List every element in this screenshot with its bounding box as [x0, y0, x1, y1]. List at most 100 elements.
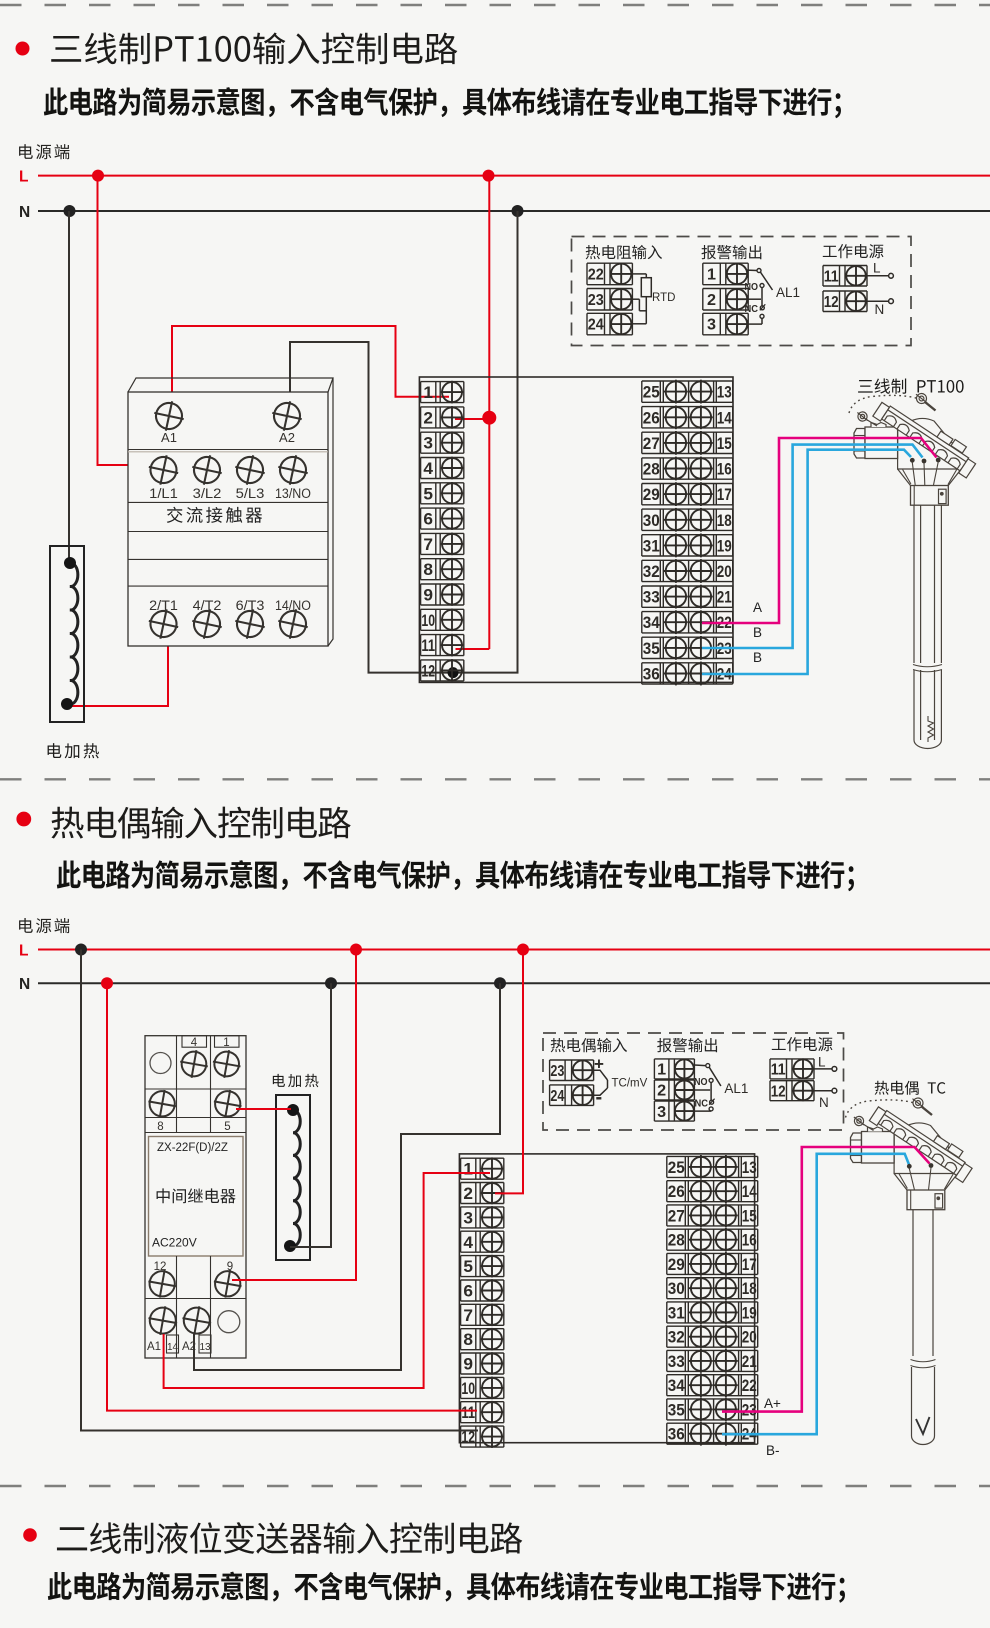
svg-text:A+: A+ [764, 1396, 781, 1411]
svg-text:AL1: AL1 [724, 1081, 748, 1096]
svg-text:NO: NO [745, 281, 759, 293]
svg-text:17: 17 [742, 1256, 757, 1274]
svg-text:4: 4 [191, 1037, 198, 1049]
svg-text:2: 2 [657, 1083, 666, 1100]
svg-text:28: 28 [668, 1232, 685, 1250]
svg-text:6: 6 [423, 511, 433, 529]
svg-text:-: - [596, 1087, 603, 1109]
svg-text:33: 33 [668, 1353, 685, 1371]
svg-text:L: L [873, 261, 881, 276]
svg-text:11: 11 [461, 1404, 475, 1422]
svg-text:B: B [753, 625, 762, 640]
svg-text:3/L2: 3/L2 [193, 486, 222, 501]
svg-text:AL1: AL1 [776, 285, 800, 300]
svg-text:14: 14 [742, 1183, 758, 1201]
svg-text:16: 16 [717, 461, 732, 479]
svg-text:31: 31 [668, 1304, 685, 1322]
svg-text:1: 1 [657, 1062, 666, 1079]
svg-text:21: 21 [717, 589, 732, 607]
svg-text:24: 24 [588, 317, 604, 334]
svg-text:24: 24 [550, 1088, 564, 1105]
svg-text:6: 6 [463, 1283, 473, 1301]
svg-text:1: 1 [463, 1161, 473, 1179]
svg-text:19: 19 [717, 537, 732, 555]
svg-text:9: 9 [423, 587, 433, 605]
svg-text:18: 18 [717, 512, 732, 530]
svg-text:27: 27 [643, 435, 660, 453]
svg-text:13: 13 [742, 1159, 757, 1177]
svg-text:32: 32 [668, 1329, 685, 1347]
svg-text:5: 5 [423, 485, 433, 503]
svg-text:3: 3 [707, 317, 716, 334]
svg-text:B: B [753, 650, 762, 665]
svg-text:25: 25 [668, 1159, 685, 1177]
svg-text:3: 3 [657, 1104, 666, 1121]
svg-text:5: 5 [463, 1258, 473, 1276]
svg-text:A: A [753, 600, 762, 615]
svg-text:11: 11 [421, 637, 435, 655]
svg-text:26: 26 [643, 409, 660, 427]
svg-text:2: 2 [463, 1185, 473, 1203]
svg-text:14: 14 [167, 1342, 179, 1353]
svg-text:22: 22 [588, 267, 604, 284]
svg-text:1: 1 [223, 1037, 229, 1049]
svg-text:33: 33 [643, 589, 660, 607]
svg-text:36: 36 [643, 666, 660, 684]
svg-text:21: 21 [742, 1353, 757, 1371]
svg-text:10: 10 [461, 1380, 475, 1398]
svg-text:3: 3 [463, 1209, 473, 1227]
svg-text:14: 14 [717, 409, 733, 427]
svg-text:2: 2 [423, 409, 433, 427]
svg-text:L: L [19, 168, 28, 185]
svg-text:20: 20 [742, 1329, 757, 1347]
svg-text:N: N [19, 204, 30, 221]
svg-text:15: 15 [742, 1207, 757, 1225]
svg-text:23: 23 [588, 292, 604, 309]
svg-text:35: 35 [643, 640, 660, 658]
svg-text:N: N [19, 976, 30, 993]
svg-text:1: 1 [423, 384, 433, 402]
svg-text:29: 29 [668, 1256, 685, 1274]
svg-text:TC/mV: TC/mV [612, 1078, 648, 1090]
svg-text:18: 18 [742, 1280, 757, 1298]
svg-text:27: 27 [668, 1207, 685, 1225]
svg-text:25: 25 [643, 384, 660, 402]
svg-text:31: 31 [643, 537, 660, 555]
svg-text:11: 11 [771, 1062, 786, 1079]
svg-text:AC220V: AC220V [152, 1236, 197, 1250]
svg-text:20: 20 [717, 563, 732, 581]
svg-text:5/L3: 5/L3 [236, 486, 265, 501]
svg-text:NO: NO [694, 1076, 708, 1088]
svg-text:28: 28 [643, 461, 660, 479]
svg-text:22: 22 [742, 1377, 757, 1395]
svg-text:7: 7 [463, 1307, 473, 1325]
svg-text:3: 3 [423, 435, 433, 453]
svg-text:29: 29 [643, 486, 660, 504]
svg-text:1/L1: 1/L1 [149, 486, 178, 501]
svg-text:23: 23 [550, 1063, 564, 1080]
svg-text:4: 4 [423, 460, 433, 478]
svg-text:ZX-22F(D)/2Z: ZX-22F(D)/2Z [157, 1142, 228, 1154]
svg-text:35: 35 [668, 1401, 685, 1419]
svg-text:12: 12 [824, 294, 839, 311]
svg-text:10: 10 [421, 612, 435, 630]
svg-text:30: 30 [668, 1280, 685, 1298]
svg-text:26: 26 [668, 1183, 685, 1201]
svg-text:9: 9 [463, 1356, 473, 1374]
svg-text:19: 19 [742, 1304, 757, 1322]
svg-text:12: 12 [771, 1083, 786, 1100]
svg-text:30: 30 [643, 512, 660, 530]
svg-text:5: 5 [224, 1121, 230, 1133]
svg-text:8: 8 [423, 561, 433, 579]
svg-text:13: 13 [717, 384, 732, 402]
svg-text:L: L [19, 942, 28, 959]
svg-text:NC: NC [695, 1098, 709, 1110]
svg-text:2: 2 [707, 292, 716, 309]
svg-text:A1: A1 [147, 1341, 161, 1353]
svg-text:34: 34 [668, 1377, 686, 1395]
svg-text:12: 12 [421, 662, 435, 680]
svg-text:32: 32 [643, 563, 660, 581]
svg-text:8: 8 [463, 1331, 473, 1349]
svg-text:RTD: RTD [652, 292, 675, 304]
svg-text:34: 34 [643, 614, 661, 632]
